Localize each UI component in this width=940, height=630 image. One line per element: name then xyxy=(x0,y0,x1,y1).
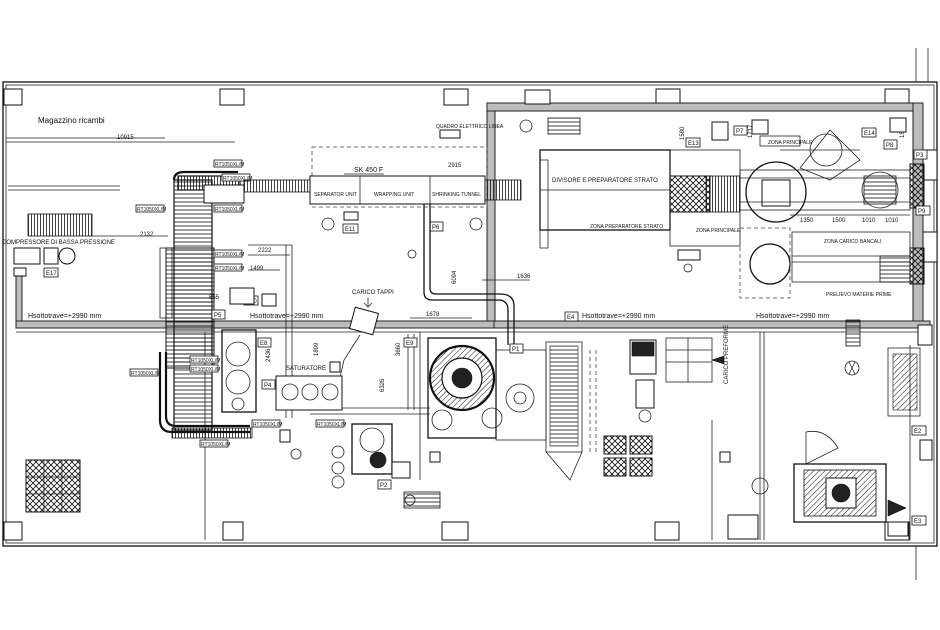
dim-6094: 6094 xyxy=(452,270,458,284)
dim-10915: 10915 xyxy=(117,135,134,141)
low-pressure-compressor-label: COMPRESSORE DI BASSA PRESSIONE xyxy=(2,240,115,246)
tag-p8: P8 xyxy=(886,143,894,149)
beam-height-notes: Hsottotrave=+2990 mm Hsottotrave=+2990 m… xyxy=(28,313,829,320)
dim-1010a: 1010 xyxy=(862,218,876,224)
tag-p7: P7 xyxy=(736,129,744,135)
tag-e14: E14 xyxy=(864,131,875,137)
compressor-tank xyxy=(43,247,59,265)
tag-p5: P5 xyxy=(214,313,222,319)
conveyor-label-5: RT1050XL/M xyxy=(215,266,244,272)
dim-1500: 1500 xyxy=(832,218,846,224)
spare-parts-store-label: Magazzino ricambi xyxy=(38,116,105,125)
sk450f-packaging-line: SK 450 F 2915 SEPARATOR UNIT WRAPPING UN… xyxy=(243,124,522,259)
filler-machine: P1 xyxy=(427,337,547,441)
wrapping-unit-label: WRAPPING UNIT xyxy=(374,192,414,198)
conveyor-label-9: RT1050XL/M xyxy=(253,422,282,428)
dim-1580: 1580 xyxy=(680,126,686,140)
conveyor-label-3: RT1050XL/M xyxy=(215,207,244,213)
layer-divider-label: DIVISORE E PREPARATORE STRATO xyxy=(552,178,658,184)
preform-loading-label: CARICO PREFORME xyxy=(724,325,730,384)
conveyor-label-7: RT1050XL/M xyxy=(131,371,160,377)
conveyor-label-11: RT1050XL/M xyxy=(201,442,230,448)
tag-e17: E17 xyxy=(46,271,57,277)
layer-prep-zone-label: ZONA PREPARATORE STRATO xyxy=(590,224,663,230)
tag-e9: E9 xyxy=(406,341,414,347)
staircase xyxy=(27,213,93,237)
dim-2436: 2436 xyxy=(266,348,272,362)
dim-2222: 2222 xyxy=(258,248,272,254)
beam-height-3: Hsottotrave=+2990 mm xyxy=(582,313,655,320)
conveyor-label-2: RT1050XL/M xyxy=(137,207,166,213)
conveyor-label-1: RT1050XL/M xyxy=(215,162,244,168)
building-outline xyxy=(2,48,938,580)
conveyor-label-6: RT1050XL/M xyxy=(191,358,220,364)
cap-loading-label: CARICO TAPPI xyxy=(352,290,394,296)
dim-1217: 1217 xyxy=(748,124,754,138)
main-zone-label: ZONA PRINCIPALE xyxy=(696,228,741,234)
tag-e8: E8 xyxy=(260,341,268,347)
conveyor-label-4: RT1050XL/M xyxy=(215,252,244,258)
tag-e2: E2 xyxy=(914,429,922,435)
main-conveyor: RT1050XL/M RT1050XL/M RT1050XL/M RT1050X… xyxy=(129,159,346,448)
pallet-rack xyxy=(25,459,81,513)
dim-6326: 6326 xyxy=(380,378,386,392)
tag-e3: E3 xyxy=(914,519,922,525)
dim-1350: 1350 xyxy=(800,218,814,224)
dim-655: 655 xyxy=(209,295,220,301)
tag-e4: E4 xyxy=(567,315,575,321)
beam-height-1: Hsottotrave=+2990 mm xyxy=(28,313,101,320)
dim-1499: 1499 xyxy=(250,266,264,272)
tag-p3: P3 xyxy=(916,153,924,159)
tag-e13: E13 xyxy=(688,141,699,147)
tag-p9: P9 xyxy=(918,209,926,215)
conveyor-label-8: RT1050XL/M xyxy=(191,367,220,373)
dim-2132: 2132 xyxy=(140,232,154,238)
spare-parts-area: Magazzino ricambi 10915 COMPRESSORE DI B… xyxy=(2,116,235,513)
dimensions-left: 2222 1499 655 6094 1636 1678 2436 1899 3… xyxy=(209,248,531,392)
saturator: SATURATORE E8 P4 P5 E9 P2 xyxy=(211,309,441,509)
misc-tags: P3 xyxy=(913,149,928,160)
dim-1678: 1678 xyxy=(426,312,440,318)
machine-sk450f-label: SK 450 F xyxy=(354,167,383,174)
lower-right-equipment: E2 E3 xyxy=(711,319,933,540)
conveyor-label-10: RT1050XL/M xyxy=(317,422,346,428)
tag-p4: P4 xyxy=(264,383,272,389)
tag-p1: P1 xyxy=(512,347,520,353)
saturator-label: SATURATORE xyxy=(286,366,326,372)
dim-1010b: 1010 xyxy=(885,218,899,224)
tag-p2: P2 xyxy=(380,483,388,489)
dim-2915: 2915 xyxy=(448,163,462,169)
beam-height-2: Hsottotrave=+2990 mm xyxy=(250,313,323,320)
shrinking-tunnel-label: SHRINKING TUNNEL xyxy=(432,192,481,198)
tag-e11: E11 xyxy=(345,227,356,233)
blow-moulder-area: CARICO PREFORME E4 xyxy=(545,311,730,481)
conveyor-label-12: RT1050XL/M xyxy=(223,176,252,182)
dim-1636: 1636 xyxy=(517,274,531,280)
main-zone-top-label: ZONA PRINCIPALE xyxy=(768,140,813,146)
tag-p6: P6 xyxy=(432,225,440,231)
beam-height-4: Hsottotrave=+2990 mm xyxy=(756,313,829,320)
separator-unit-label: SEPARATOR UNIT xyxy=(314,192,357,198)
raw-material-pickup-label: PRELIEVO MATERIE PRIME xyxy=(826,292,892,298)
palletiser-area: DIVISORE E PREPARATORE STRATO ZONA PREPA… xyxy=(519,117,931,299)
compressor-unit xyxy=(13,247,41,265)
dim-3660: 3660 xyxy=(396,342,402,356)
dim-1899: 1899 xyxy=(314,342,320,356)
pallet-loading-zone-label: ZONA CARICO BANCALI xyxy=(824,239,881,245)
electrical-panel-label: QUADRO ELETTRICO LINEA xyxy=(436,124,504,130)
